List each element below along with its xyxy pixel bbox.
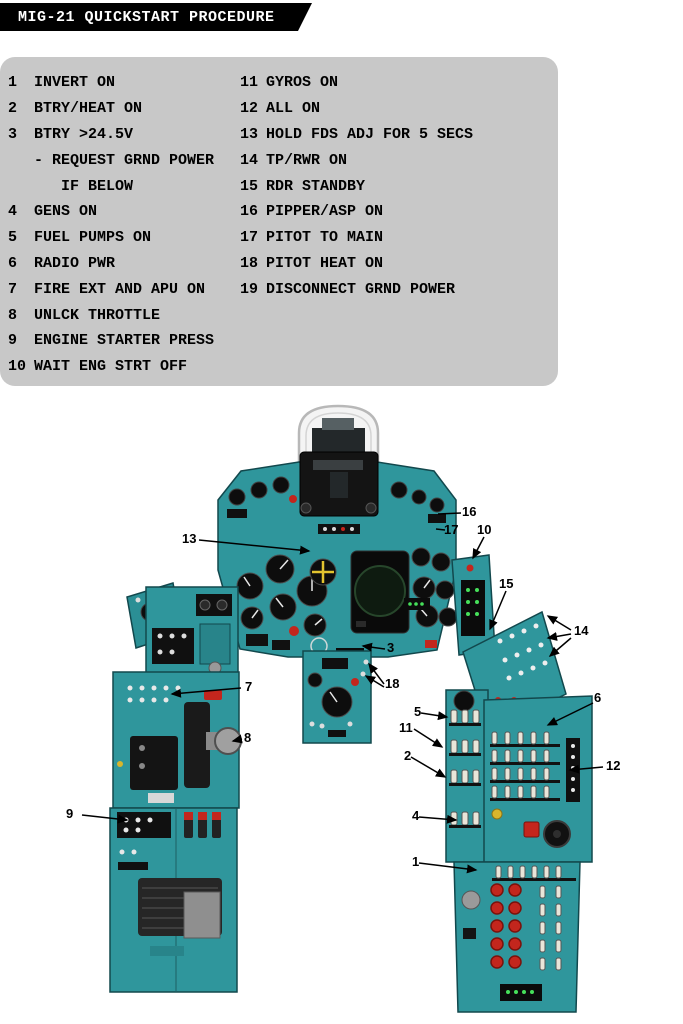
item-number: 18 (240, 254, 259, 272)
checklist-item: 8 UNLCK THROTTLE (8, 302, 214, 328)
main-instrument-panel (217, 451, 458, 664)
left-console (109, 582, 242, 993)
checklist-item: - REQUEST GRND POWER (8, 147, 214, 173)
checklist-panel (0, 57, 558, 386)
radar-scope (350, 550, 410, 634)
callout-8: 8 (244, 730, 252, 745)
checklist-item: 18 PITOT HEAT ON (240, 251, 473, 277)
item-text: FUEL PUMPS ON (34, 229, 152, 247)
item-number: 8 (8, 306, 18, 324)
checklist-item: 14 TP/RWR ON (240, 147, 473, 173)
cockpit-diagram (81, 404, 604, 1013)
item-text: ALL ON (266, 100, 321, 118)
item-number: 10 (8, 358, 27, 376)
item-number: 3 (8, 125, 18, 143)
callout-10: 10 (477, 522, 492, 537)
checklist-item: 5 FUEL PUMPS ON (8, 225, 214, 251)
checklist-item: 7 FIRE EXT AND APU ON (8, 276, 214, 302)
callout-2: 2 (404, 748, 412, 763)
callout-5: 5 (414, 704, 422, 719)
item-number: 1 (8, 74, 18, 92)
item-text: UNLCK THROTTLE (34, 306, 161, 324)
callout-3: 3 (387, 640, 395, 655)
item-text: PITOT HEAT ON (266, 254, 384, 272)
item-text: WAIT ENG STRT OFF (34, 358, 188, 376)
item-text: BTRY >24.5V (34, 125, 134, 143)
item-number: 19 (240, 280, 259, 298)
checklist-item: 13 HOLD FDS ADJ FOR 5 SECS (240, 122, 473, 148)
checklist-item: 6 RADIO PWR (8, 251, 214, 277)
item-text: PIPPER/ASP ON (266, 203, 384, 221)
item-number: 7 (8, 280, 18, 298)
item-text: PITOT TO MAIN (266, 229, 384, 247)
checklist-item: 2 BTRY/HEAT ON (8, 96, 214, 122)
callout-1: 1 (412, 854, 420, 869)
callout-4: 4 (412, 808, 420, 823)
item-text: TP/RWR ON (266, 151, 348, 169)
checklist-item: 10 WAIT ENG STRT OFF (8, 354, 214, 380)
checklist-item: 15 RDR STANDBY (240, 173, 473, 199)
item-text: GENS ON (34, 203, 98, 221)
item-text: FIRE EXT AND APU ON (34, 280, 206, 298)
item-text: ENGINE STARTER PRESS (34, 332, 215, 350)
item-number: 17 (240, 229, 259, 247)
leader-lines (81, 512, 604, 874)
callout-12: 12 (606, 758, 621, 773)
item-text: RADIO PWR (34, 254, 116, 272)
item-text: RDR STANDBY (266, 177, 366, 195)
hud-unit (299, 451, 379, 517)
item-number: 5 (8, 229, 18, 247)
red-guard-switch (204, 690, 222, 700)
callout-13: 13 (182, 531, 197, 546)
checklist-item: 9 ENGINE STARTER PRESS (8, 328, 214, 354)
checklist-item: 1 INVERT ON (8, 70, 214, 96)
item-text: - REQUEST GRND POWER (34, 151, 215, 169)
starter-switch-panel (117, 812, 171, 838)
item-number: 9 (8, 332, 18, 350)
checklist-item: 11 GYROS ON (240, 70, 473, 96)
checklist-item: 4 GENS ON (8, 199, 214, 225)
item-number: 12 (240, 100, 259, 118)
center-console (302, 650, 372, 744)
item-number: 6 (8, 254, 18, 272)
item-text: HOLD FDS ADJ FOR 5 SECS (266, 125, 474, 143)
callout-6: 6 (594, 690, 602, 705)
callout-14: 14 (574, 623, 589, 638)
item-text: GYROS ON (266, 74, 339, 92)
checklist-column-right: 11 GYROS ON 12 ALL ON 13 HOLD FDS ADJ FOR 5… (240, 70, 473, 302)
item-number: 15 (240, 177, 259, 195)
warning-lamp (289, 495, 297, 503)
checklist-item: IF BELOW (8, 173, 214, 199)
checklist-item: 12 ALL ON (240, 96, 473, 122)
title-banner: MIG-21 QUICKSTART PROCEDURE (0, 3, 312, 31)
item-number: 14 (240, 151, 259, 169)
callout-11: 11 (399, 720, 413, 735)
callout-16: 16 (462, 504, 477, 519)
callout-7: 7 (245, 679, 253, 694)
item-text: DISCONNECT GRND POWER (266, 280, 456, 298)
item-text: BTRY/HEAT ON (34, 100, 143, 118)
checklist-item: 16 PIPPER/ASP ON (240, 199, 473, 225)
item-number: 4 (8, 203, 18, 221)
item-number: 11 (240, 74, 259, 92)
item-number: 13 (240, 125, 259, 143)
checklist-item: 19 DISCONNECT GRND POWER (240, 276, 473, 302)
callout-15: 15 (499, 576, 514, 591)
page-title: MIG-21 QUICKSTART PROCEDURE (18, 8, 275, 26)
throttle-knob (214, 727, 242, 755)
callout-17: 17 (444, 522, 459, 537)
item-text: IF BELOW (34, 177, 134, 195)
item-text: INVERT ON (34, 74, 116, 92)
item-number: 2 (8, 100, 18, 118)
callout-18: 18 (385, 676, 400, 691)
right-console (445, 554, 593, 1013)
item-number: 16 (240, 203, 259, 221)
checklist-item: 17 PITOT TO MAIN (240, 225, 473, 251)
checklist-column-left: 1 INVERT ON 2 BTRY/HEAT ON 3 BTRY >24.5V - … (8, 70, 214, 380)
callout-9: 9 (66, 806, 74, 821)
checklist-item: 3 BTRY >24.5V (8, 122, 214, 148)
